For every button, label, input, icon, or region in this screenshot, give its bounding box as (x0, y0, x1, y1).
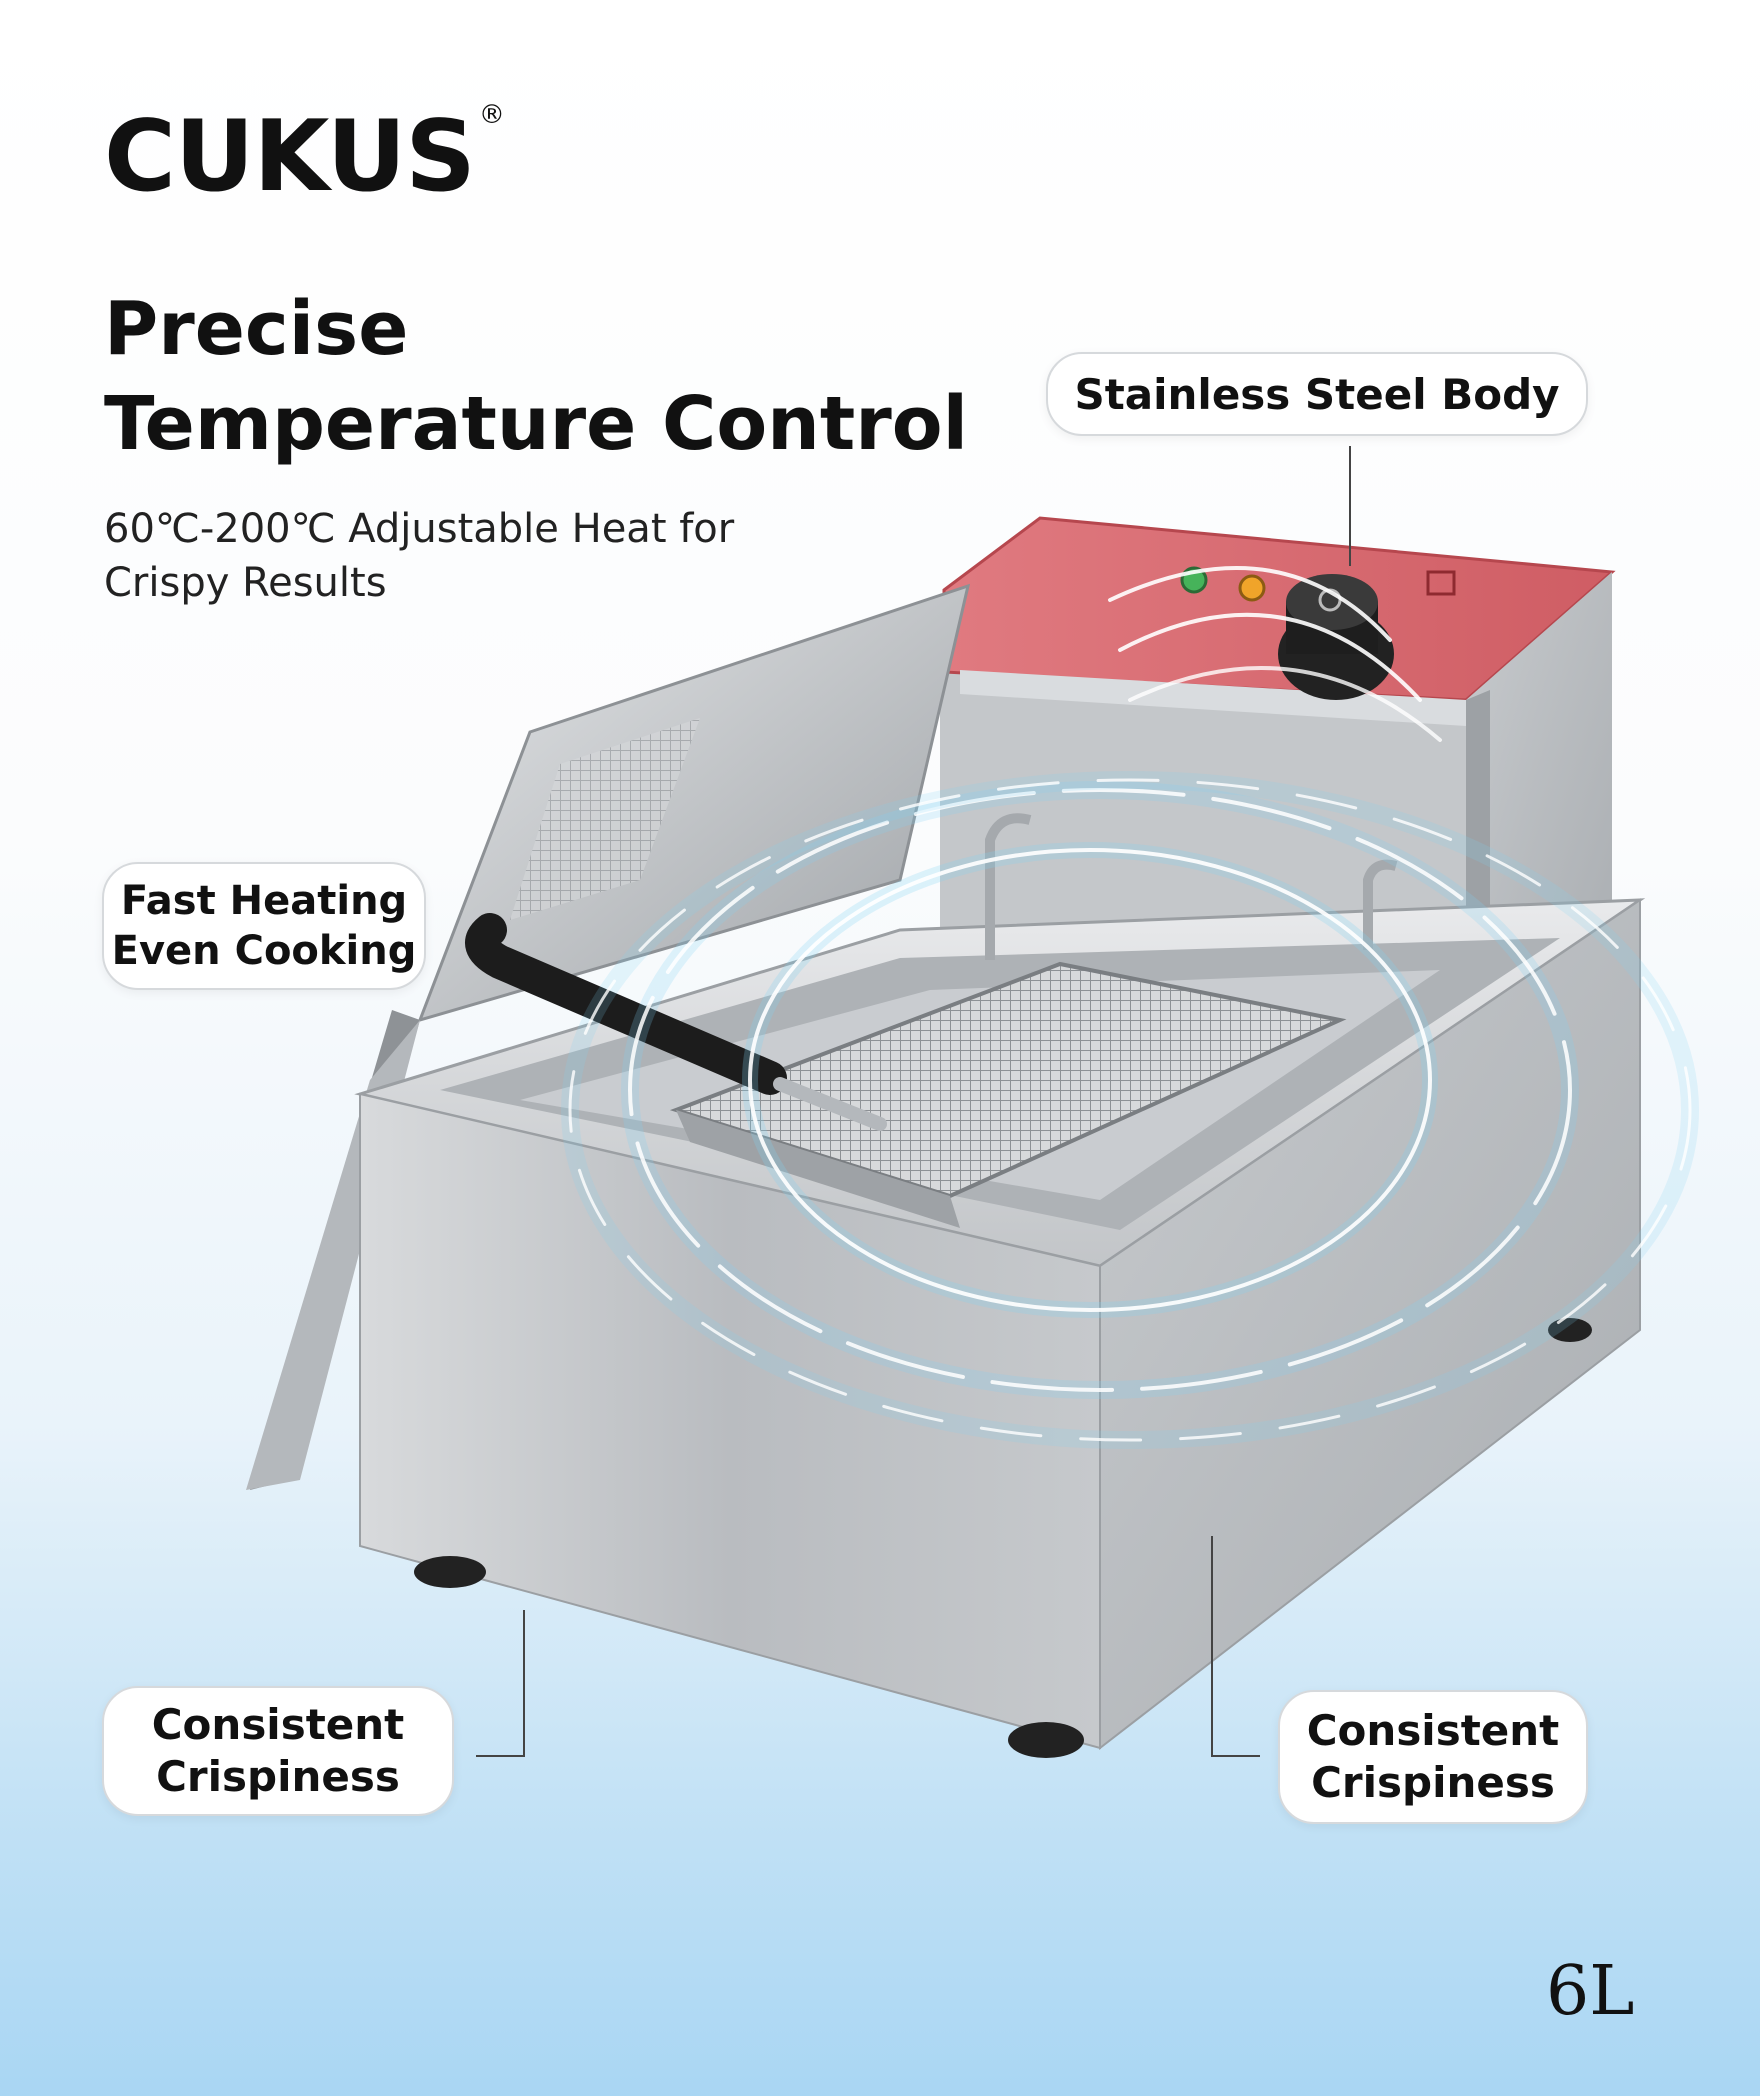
headline: Precise Temperature Control (104, 282, 968, 472)
heat-indicator-orange (1238, 574, 1266, 602)
registered-mark: ® (478, 100, 505, 130)
subtitle: 60℃-200℃ Adjustable Heat for Crispy Resu… (104, 502, 734, 610)
callout-stainless-steel-label: Stainless Steel Body (1074, 369, 1560, 419)
callout-crispiness-left-line-1: Consistent (151, 1700, 405, 1749)
callout-fast-heating-line-2: Even Cooking (111, 928, 417, 974)
callout-crispiness-left-line-2: Crispiness (156, 1752, 400, 1801)
callout-crispiness-right-line-1: Consistent (1306, 1706, 1560, 1755)
callout-fast-heating-line-1: Fast Heating (120, 878, 408, 924)
capacity-label: 6L (1546, 1952, 1635, 2031)
callout-crispiness-right: Consistent Crispiness (1278, 1690, 1588, 1824)
callout-crispiness-right-line-2: Crispiness (1311, 1758, 1555, 1807)
callout-stainless-steel: Stainless Steel Body (1046, 352, 1588, 436)
fry-basket[interactable] (669, 813, 1398, 1228)
callout-leaders (476, 446, 1351, 1757)
panel-logo-icon (1426, 570, 1456, 596)
subtitle-line-1: 60℃-200℃ Adjustable Heat for (104, 506, 735, 552)
heat-waves (561, 566, 1699, 1449)
brand-name: CUKUS (104, 100, 476, 214)
temperature-knob[interactable] (1278, 574, 1394, 700)
fryer-back-housing (940, 516, 1616, 1030)
headline-line-1: Precise (104, 286, 409, 372)
headline-line-2: Temperature Control (104, 381, 968, 467)
subtitle-line-2: Crispy Results (104, 560, 387, 606)
basket-handle[interactable] (465, 913, 787, 1095)
callout-fast-heating: Fast Heating Even Cooking (102, 862, 426, 990)
brand-logo: CUKUS® (104, 102, 505, 206)
callout-crispiness-left: Consistent Crispiness (102, 1686, 454, 1816)
